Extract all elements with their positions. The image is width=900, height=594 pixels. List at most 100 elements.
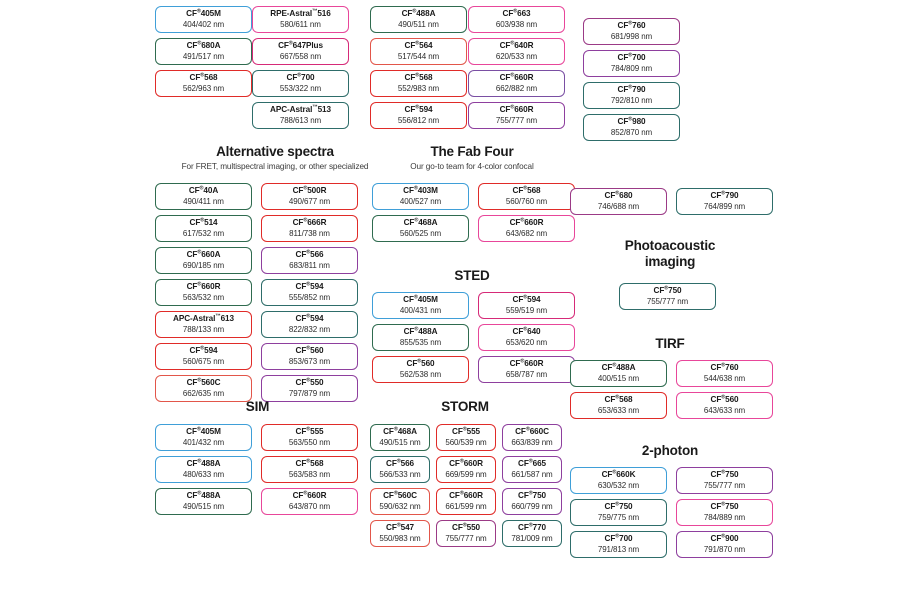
- dye-name: CF®700: [604, 533, 633, 543]
- dye-wavelengths: 404/402 nm: [182, 20, 225, 30]
- trademark-symbol: ®: [628, 52, 633, 59]
- trademark-symbol: ®: [615, 190, 620, 197]
- dye-name: CF®750: [710, 469, 739, 479]
- trademark-symbol: ®: [615, 501, 620, 508]
- dye-wavelengths: 556/812 nm: [397, 116, 440, 126]
- dye-chip[interactable]: CF®700 791/813 nm: [570, 531, 667, 558]
- trademark-symbol: ®: [615, 394, 620, 401]
- dye-name: CF®594: [404, 104, 433, 114]
- dye-chip[interactable]: CF®550 797/879 nm: [261, 375, 358, 402]
- dye-name: CF®550: [295, 377, 324, 387]
- dye-name: CF®594: [512, 294, 541, 304]
- dye-chip[interactable]: CF®594 556/812 nm: [370, 102, 467, 129]
- dye-wavelengths: 590/632 nm: [379, 502, 421, 512]
- dye-wavelengths: 759/775 nm: [597, 513, 640, 523]
- trademark-symbol: ®: [197, 490, 202, 497]
- section-title: 2-photon: [641, 443, 699, 458]
- dye-name: CF®790: [710, 190, 739, 200]
- dye-name: CF®680: [604, 190, 633, 200]
- dye-wavelengths: 791/813 nm: [597, 545, 640, 555]
- dye-name: CF®660R: [499, 104, 534, 114]
- trademark-symbol: ®: [628, 116, 633, 123]
- trademark-symbol: ®: [393, 490, 398, 497]
- dye-wavelengths: 490/515 nm: [182, 502, 225, 512]
- dye-name: CF®770: [518, 522, 546, 532]
- dye-wavelengths: 617/532 nm: [182, 229, 225, 239]
- dye-name: CF®666R: [292, 217, 327, 227]
- dye-wavelengths: 797/879 nm: [288, 389, 331, 399]
